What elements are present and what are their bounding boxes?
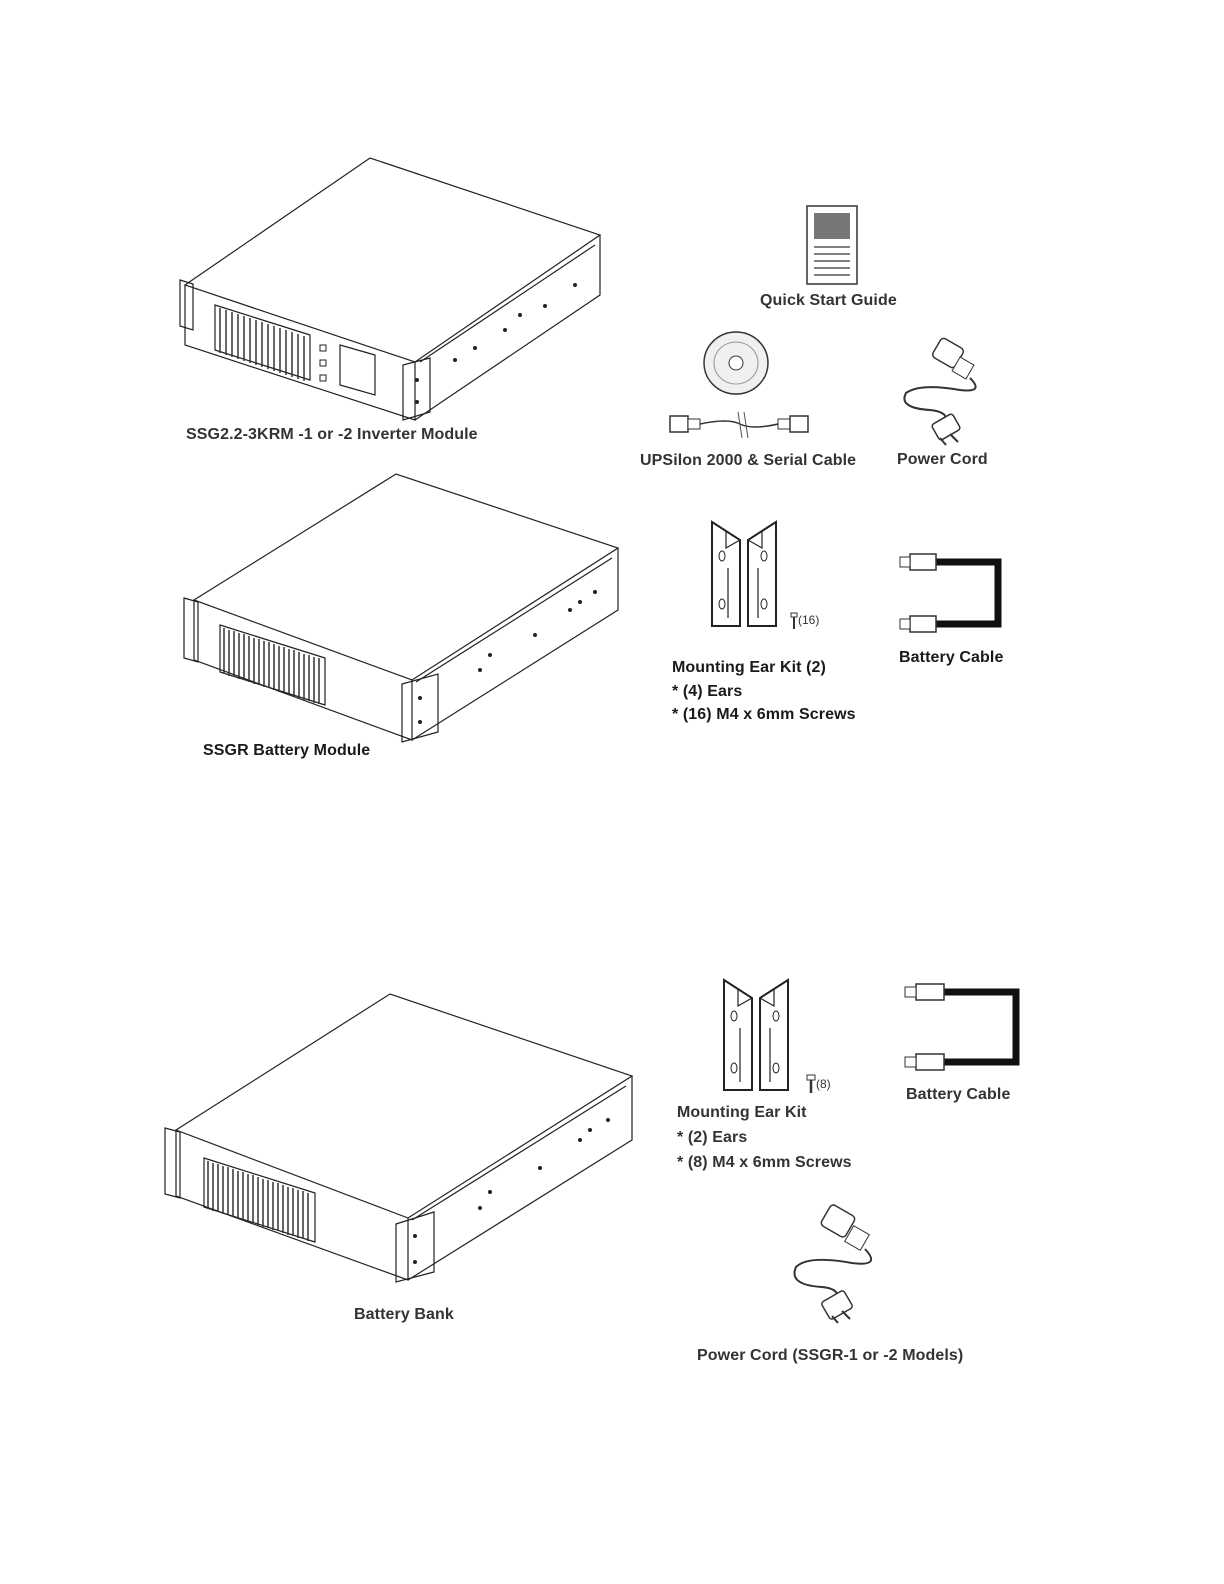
mounting-ear-kit-screws-2: * (8) M4 x 6mm Screws xyxy=(677,1154,852,1171)
mounting-ears-icon-2 xyxy=(723,978,789,1091)
screw-count-label: (16) xyxy=(798,613,820,627)
battery-bank-label: Battery Bank xyxy=(354,1306,454,1323)
inverter-module-label: SSG2.2-3KRM -1 or -2 Inverter Module xyxy=(186,426,478,443)
quick-start-guide-label: Quick Start Guide xyxy=(760,292,897,309)
mounting-ear-kit-title: Mounting Ear Kit (2) xyxy=(672,659,826,676)
serial-cable-label: UPSilon 2000 & Serial Cable xyxy=(640,452,857,469)
battery-cable-label-2: Battery Cable xyxy=(906,1086,1011,1103)
power-cord-icon xyxy=(903,337,977,446)
power-cord-label-2: Power Cord (SSGR-1 or -2 Models) xyxy=(697,1347,964,1364)
battery-cable-label: Battery Cable xyxy=(899,649,1004,666)
serial-cable-icon xyxy=(669,411,809,439)
mounting-ear-kit-ears: * (4) Ears xyxy=(672,683,743,700)
power-cord-label: Power Cord xyxy=(897,451,988,468)
mounting-ears-icon xyxy=(711,520,777,627)
mounting-ear-kit-title-2: Mounting Ear Kit xyxy=(677,1104,807,1121)
software-disc-icon xyxy=(703,331,769,395)
screw-icon-2 xyxy=(806,1074,816,1093)
battery-module-illustration xyxy=(183,473,620,743)
battery-bank-illustration xyxy=(164,993,634,1283)
battery-cable-icon xyxy=(899,553,1002,633)
battery-cable-icon-2 xyxy=(904,983,1020,1071)
power-cord-icon-2 xyxy=(793,1204,873,1324)
quick-start-guide-icon xyxy=(806,205,858,285)
battery-module-label: SSGR Battery Module xyxy=(203,742,371,759)
mounting-ear-kit-screws: * (16) M4 x 6mm Screws xyxy=(672,706,856,723)
inverter-module-illustration xyxy=(179,157,602,421)
mounting-ear-kit-ears-2: * (2) Ears xyxy=(677,1129,748,1146)
screw-icon xyxy=(790,612,798,629)
screw-count-label-2: (8) xyxy=(816,1077,831,1091)
